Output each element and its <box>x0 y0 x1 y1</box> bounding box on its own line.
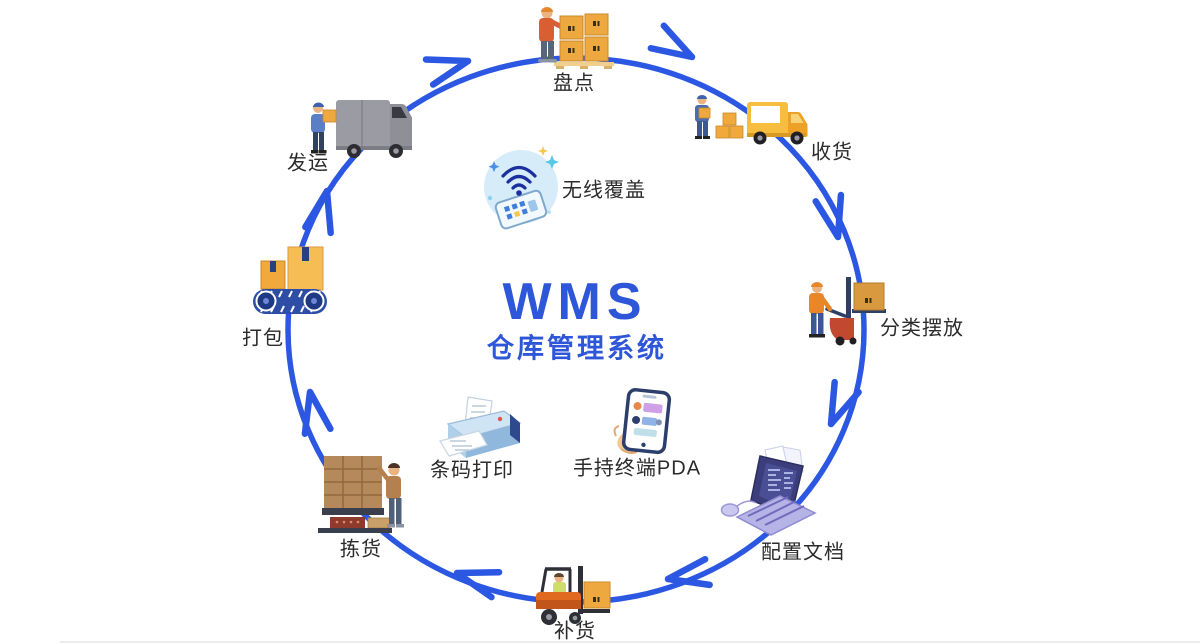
inner-label-barcode-print: 条码打印 <box>430 459 514 482</box>
flow-arrow-config-to-replenish <box>664 556 713 589</box>
forklift-icon <box>536 566 611 625</box>
printer-icon <box>439 396 522 458</box>
wifi-coverage-icon <box>484 146 559 230</box>
node-label-stocktaking: 盘点 <box>553 72 595 95</box>
node-label-shipping: 发运 <box>287 152 329 175</box>
node-label-picking: 拣货 <box>340 538 382 561</box>
flow-arrows <box>301 22 862 601</box>
node-label-packing: 打包 <box>242 327 284 350</box>
inner-label-wireless: 无线覆盖 <box>562 179 646 202</box>
flow-arrow-shipping-to-stocktaking <box>422 56 472 88</box>
diagram-title: WMS <box>502 273 648 331</box>
bottom-edge-line <box>60 641 1200 643</box>
pallet-rack-picker-icon <box>318 456 404 533</box>
node-label-config-docs: 配置文档 <box>761 541 845 564</box>
flow-arrow-sorting-to-config <box>827 378 862 428</box>
pallet-stacker-icon <box>809 277 886 346</box>
flow-arrow-receiving-to-sorting <box>812 191 845 241</box>
node-label-replenishment: 补货 <box>554 620 596 643</box>
flow-arrow-replenish-to-picking <box>453 569 503 601</box>
delivery-truck-icon <box>695 95 808 145</box>
diagram-subtitle: 仓库管理系统 <box>487 333 667 364</box>
flow-arrow-stocktaking-to-receiving <box>647 22 696 61</box>
node-label-sorting: 分类摆放 <box>880 317 964 340</box>
cargo-van-icon <box>311 100 412 158</box>
smartphone-in-hand-icon <box>613 388 672 455</box>
worker-stacking-boxes-icon <box>538 7 614 69</box>
flow-arrow-picking-to-packing <box>301 388 334 437</box>
conveyor-belt-icon <box>253 246 327 314</box>
inner-label-handheld-pda: 手持终端PDA <box>572 457 702 480</box>
node-label-receiving: 收货 <box>811 141 853 164</box>
flow-arrow-packing-to-shipping <box>302 187 334 237</box>
laptop-code-icon <box>720 445 817 536</box>
